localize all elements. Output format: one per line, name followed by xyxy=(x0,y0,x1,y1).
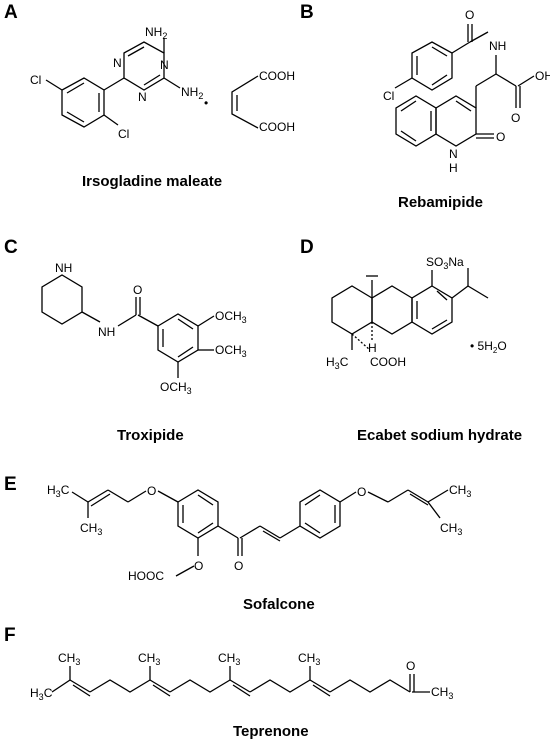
label-h3c: H3C xyxy=(30,686,53,702)
label-nh: NH xyxy=(98,325,115,339)
caption-troxipide: Troxipide xyxy=(117,427,184,444)
label-n: N xyxy=(113,56,122,70)
label-o: O xyxy=(465,8,474,22)
panel-letter-c: C xyxy=(4,237,18,258)
caption-ecabet-sodium-hydrate: Ecabet sodium hydrate xyxy=(357,427,523,444)
label-cooh: COOH xyxy=(259,69,295,83)
panel-letter-b: B xyxy=(300,2,314,23)
label-n: N xyxy=(138,90,147,104)
label-och3: OCH3 xyxy=(215,343,247,359)
quinolinone-ring xyxy=(435,95,477,147)
label-hooc: HOOC xyxy=(128,569,164,583)
structure-teprenone: CH3 H3C CH3 CH3 CH3 O CH3 xyxy=(30,651,453,702)
caption-sofalcone: Sofalcone xyxy=(243,596,315,613)
structure-sofalcone: H3C CH3 O O HOOC O O C xyxy=(47,483,471,583)
label-so3na: SO3Na xyxy=(426,255,464,271)
aromatic-ring xyxy=(411,285,453,335)
panel-letter-a: A xyxy=(4,2,18,23)
panel-letter-f: F xyxy=(4,625,16,646)
structure-ecabet-sodium: SO3Na H3C COOH H • 5H2O xyxy=(326,255,507,371)
left-ring xyxy=(331,285,373,335)
panel-letter-e: E xyxy=(4,474,17,495)
label-cooh: COOH xyxy=(370,355,406,369)
label-o: O xyxy=(234,559,243,573)
label-nh: NH xyxy=(489,39,506,53)
trimethoxyphenyl-ring xyxy=(157,313,199,363)
structure-rebamipide: O NH Cl O OH O N H xyxy=(383,8,550,175)
label-h: H xyxy=(368,341,377,355)
benzo-ring xyxy=(395,95,437,147)
dichlorophenyl-ring xyxy=(61,77,105,128)
label-o: O xyxy=(357,485,366,499)
label-cl: Cl xyxy=(383,89,394,103)
chlorophenyl-ring xyxy=(411,41,453,91)
label-ch3: CH3 xyxy=(80,521,102,537)
label-ch3: CH3 xyxy=(58,651,80,667)
label-cooh: COOH xyxy=(259,120,295,134)
label-nh2-right: NH2 xyxy=(181,85,203,101)
caption-teprenone: Teprenone xyxy=(233,723,309,740)
label-n: N xyxy=(449,147,458,161)
structure-irsogladine-maleate: NH2 NH2 N N N Cl Cl • COOH COOH xyxy=(30,25,295,141)
structure-troxipide: NH NH O OCH3 OCH3 OCH3 xyxy=(41,261,247,396)
label-ch3: CH3 xyxy=(138,651,160,667)
triazine-ring xyxy=(123,41,165,91)
label-cl: Cl xyxy=(30,73,41,87)
label-cl: Cl xyxy=(118,127,129,141)
caption-rebamipide: Rebamipide xyxy=(398,194,484,211)
resorcinol-ring xyxy=(177,489,219,539)
label-oh: OH xyxy=(535,69,550,83)
label-h3c: H3C xyxy=(47,483,70,499)
label-o: O xyxy=(147,484,156,498)
label-hydrate: • 5H2O xyxy=(470,339,507,355)
label-o: O xyxy=(194,559,203,573)
label-ch3: CH3 xyxy=(298,651,320,667)
label-nh: NH xyxy=(55,261,72,275)
label-och3: OCH3 xyxy=(215,309,247,325)
piperidine-ring xyxy=(41,274,83,325)
label-ch3: CH3 xyxy=(449,483,471,499)
label-h3c: H3C xyxy=(326,355,349,371)
salt-dot: • xyxy=(204,96,208,110)
label-o: O xyxy=(511,111,520,125)
middle-ring xyxy=(371,285,413,335)
panel-letter-d: D xyxy=(300,237,314,258)
label-nh2-top: NH2 xyxy=(145,25,167,41)
maleic-acid-chain xyxy=(231,75,259,129)
label-ch3: CH3 xyxy=(431,685,453,701)
label-ch3: CH3 xyxy=(218,651,240,667)
label-o: O xyxy=(496,130,505,144)
label-o: O xyxy=(406,659,415,673)
caption-irsogladine-maleate: Irsogladine maleate xyxy=(82,173,223,190)
label-och3: OCH3 xyxy=(160,380,192,396)
label-o: O xyxy=(133,283,142,297)
label-n: N xyxy=(160,58,169,72)
label-ch3: CH3 xyxy=(440,521,462,537)
phenyl-ring xyxy=(299,489,341,539)
label-h: H xyxy=(449,161,458,175)
